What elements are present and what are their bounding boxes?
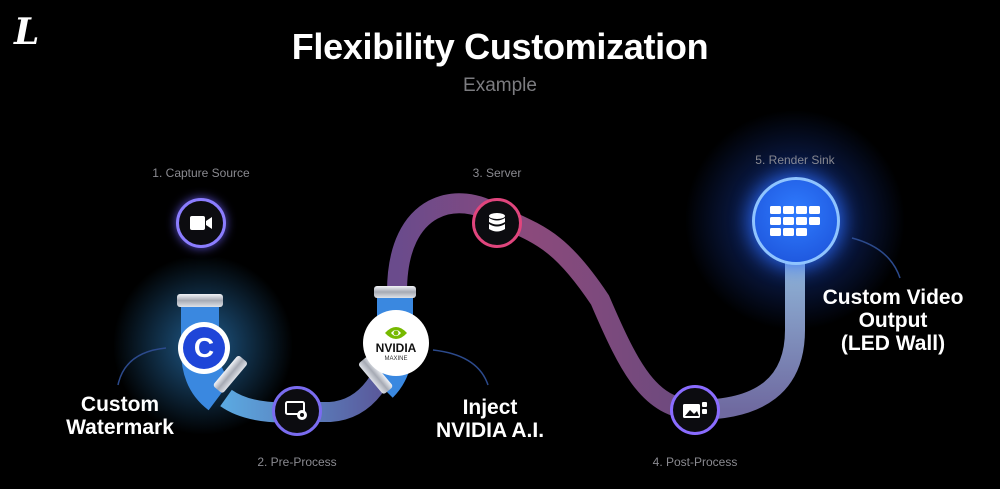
pipe-coupler <box>374 286 416 298</box>
callout-video: Custom Video Output (LED Wall) <box>823 286 964 355</box>
step-label-postprocess: 4. Post-Process <box>652 455 738 469</box>
step-node-capture[interactable] <box>176 198 226 248</box>
callout-video-line1: Custom Video <box>822 286 964 309</box>
callout-watermark-line2: Watermark <box>66 416 174 439</box>
page-title: Flexibility Customization <box>291 26 709 67</box>
page-subtitle: Example <box>463 75 537 96</box>
callout-video-line2: Output <box>858 309 928 332</box>
nvidia-badge[interactable]: NVIDIA MAXINE <box>363 310 429 376</box>
video-camera-icon <box>190 216 212 230</box>
nvidia-eye-icon <box>385 326 407 339</box>
brand-logo-icon: L <box>14 11 40 53</box>
step-node-preprocess[interactable] <box>272 386 322 436</box>
step-node-render[interactable] <box>752 177 840 265</box>
maxine-text: MAXINE <box>384 355 408 362</box>
settings-screen-icon <box>285 401 307 420</box>
step-label-render: 5. Render Sink <box>755 153 835 167</box>
watermark-badge[interactable]: C <box>178 322 230 374</box>
callout-nvidia-line2: NVIDIA A.I. <box>435 419 545 442</box>
step-node-postprocess[interactable] <box>670 385 720 435</box>
callout-line-nvidia <box>432 349 489 386</box>
pipe-coupler <box>359 357 393 394</box>
nvidia-brand-text: NVIDIA <box>375 340 417 355</box>
step-label-capture: 1. Capture Source <box>152 166 250 180</box>
step-label-preprocess: 2. Pre-Process <box>257 455 337 469</box>
pipe-server <box>387 193 696 420</box>
callout-nvidia: Inject NVIDIA A.I. <box>436 396 544 442</box>
pipe-coupler <box>177 294 223 307</box>
copyright-icon: C <box>183 327 225 369</box>
callout-video-line3: (LED Wall) <box>840 332 946 355</box>
led-wall-icon <box>770 206 820 236</box>
pipe-coupler <box>213 356 247 393</box>
callout-watermark-line1: Custom <box>80 393 160 416</box>
step-node-server[interactable] <box>472 198 522 248</box>
callout-watermark: Custom Watermark <box>66 393 174 439</box>
database-icon <box>489 213 505 232</box>
callout-nvidia-line1: Inject <box>462 396 518 419</box>
images-icon <box>683 402 707 418</box>
callout-line-watermark <box>117 347 167 386</box>
step-label-server: 3. Server <box>472 166 522 180</box>
callout-line-video <box>851 237 901 279</box>
